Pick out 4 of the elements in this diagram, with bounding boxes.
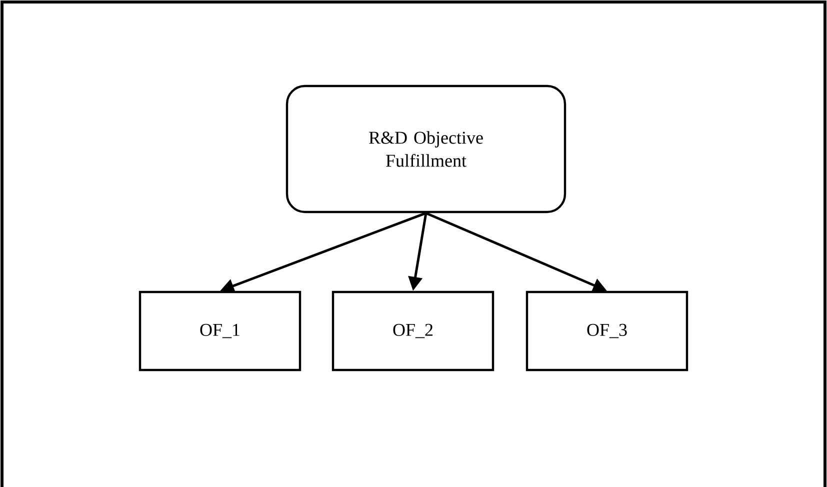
process-box: OF_1 — [138, 290, 302, 372]
process-box: OF_3 — [526, 290, 688, 372]
process-box: OF_2 — [332, 290, 494, 372]
rounded-box: R&D Objective Fulfillment — [286, 84, 566, 214]
